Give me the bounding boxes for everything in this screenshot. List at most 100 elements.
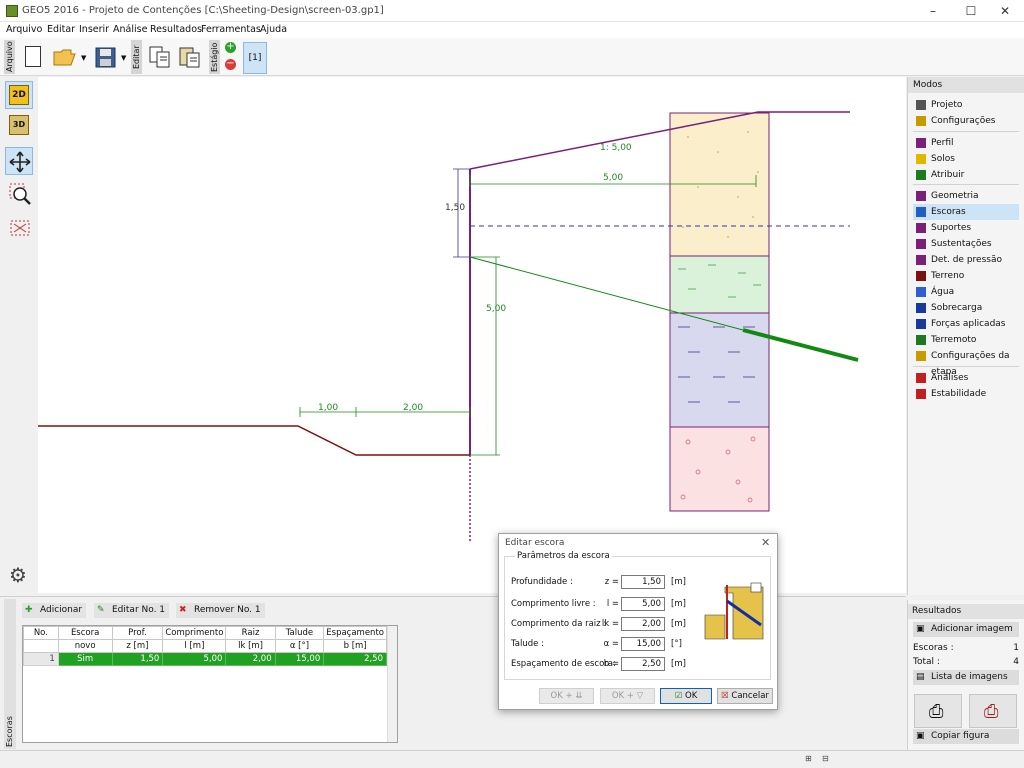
image-list-button[interactable]: ▤ Lista de imagens <box>913 670 1019 685</box>
dialog-field-input[interactable]: 2,50 <box>621 657 665 671</box>
table-header-cell[interactable]: Prof. <box>111 626 164 640</box>
ok-edit-button[interactable]: OK + ▽ <box>600 688 655 704</box>
mode-item[interactable]: Det. de pressão <box>913 252 1019 268</box>
add-image-button[interactable]: ▣ Adicionar imagem <box>913 622 1019 637</box>
remove-anchor-button[interactable]: ✖ Remover No. 1 <box>176 603 265 618</box>
mode-item-label: Projeto <box>931 100 963 110</box>
add-image-label: Adicionar imagem <box>931 624 1013 634</box>
table-header-cell[interactable]: l [m] <box>162 639 227 653</box>
mode-item[interactable]: Terreno <box>913 268 1019 284</box>
mode-item[interactable]: Sobrecarga <box>913 300 1019 316</box>
menu-insert[interactable]: Inserir <box>79 24 110 35</box>
menu-help[interactable]: Ajuda <box>260 24 288 35</box>
paste-button[interactable] <box>177 42 203 72</box>
results-header: Resultados <box>908 604 1024 619</box>
table-scrollbar[interactable] <box>387 626 397 742</box>
mode-item[interactable]: Água <box>913 284 1019 300</box>
dialog-field-input[interactable]: 2,00 <box>621 617 665 631</box>
menu-file[interactable]: Arquivo <box>6 24 43 35</box>
mode-item[interactable]: Suportes <box>913 220 1019 236</box>
dialog-field-input[interactable]: 5,00 <box>621 597 665 611</box>
zoom-extents-button[interactable] <box>5 213 33 241</box>
table-header-cell[interactable]: Talude <box>274 626 325 640</box>
table-cell[interactable]: Sim <box>57 652 113 666</box>
menu-tools[interactable]: Ferramentas <box>201 24 261 35</box>
menu-results[interactable]: Resultados <box>150 24 202 35</box>
table-header-cell[interactable]: Escora <box>57 626 113 640</box>
mode-item[interactable]: Estabilidade <box>913 386 1019 402</box>
save-dropdown-icon[interactable]: ▼ <box>121 54 127 62</box>
table-header-cell[interactable]: No. <box>23 626 59 640</box>
soil-texture-gravel <box>680 436 756 503</box>
mode-item-label: Terreno <box>931 271 965 281</box>
zoom-button[interactable] <box>5 179 33 207</box>
table-cell[interactable]: 2,00 <box>225 652 276 666</box>
table-cell[interactable]: 15,00 <box>274 652 325 666</box>
modes-header: Modos <box>908 77 1024 93</box>
mode-item[interactable]: Configurações <box>913 113 1019 129</box>
mode-item[interactable]: Solos <box>913 151 1019 167</box>
table-header-cell[interactable]: lk [m] <box>225 639 276 653</box>
anchor-free-length <box>469 256 744 331</box>
menu-edit[interactable]: Editar <box>47 24 76 35</box>
open-file-button[interactable] <box>52 42 78 72</box>
table-header-cell[interactable] <box>23 639 59 653</box>
stage-1-button[interactable]: [1] <box>243 42 267 74</box>
cancel-button[interactable]: ☒ Cancelar <box>717 688 773 704</box>
soil-layer-1 <box>669 112 770 257</box>
maximize-button[interactable]: ☐ <box>965 4 977 18</box>
table-header-cell[interactable]: Comprimento <box>162 626 227 640</box>
drawing-canvas[interactable]: 1: 5,00 5,00 5,00 1,00 2,00 1,50 <box>38 77 906 593</box>
anchor-parameters-title: Parâmetros da escora <box>515 551 612 561</box>
dialog-close-button[interactable]: ✕ <box>761 536 771 549</box>
new-file-button[interactable] <box>20 42 46 72</box>
view-3d-button[interactable]: 3D <box>5 111 33 139</box>
settings-button[interactable]: ⚙ <box>5 562 33 590</box>
table-header-cell[interactable]: b [m] <box>323 639 387 653</box>
mode-item[interactable]: Forças aplicadas <box>913 316 1019 332</box>
mode-item[interactable]: Projeto <box>913 97 1019 113</box>
table-header-cell[interactable]: z [m] <box>111 639 164 653</box>
ok-add-button[interactable]: OK + ⇊ <box>539 688 594 704</box>
copy-button[interactable] <box>147 42 173 72</box>
mode-item[interactable]: Configurações da etapa <box>913 348 1019 377</box>
pan-button[interactable] <box>5 147 33 175</box>
table-header-cell[interactable]: Espaçamento <box>323 626 387 640</box>
table-cell[interactable]: 1 <box>23 652 59 666</box>
add-stage-button[interactable]: + <box>225 41 236 53</box>
mode-item[interactable]: Escoras <box>913 204 1019 220</box>
mode-item[interactable]: Perfil <box>913 135 1019 151</box>
copy-figure-button[interactable]: ▣ Copiar figura <box>913 729 1019 744</box>
mode-item[interactable]: Terremoto <box>913 332 1019 348</box>
table-header-cell[interactable]: novo <box>57 639 113 653</box>
dialog-field-input[interactable]: 1,50 <box>621 575 665 589</box>
minimize-button[interactable]: – <box>930 4 936 18</box>
ok-button[interactable]: ☑ OK <box>660 688 712 704</box>
dialog-field-input[interactable]: 15,00 <box>621 637 665 651</box>
status-snap-icon[interactable]: ⊟ <box>822 754 829 763</box>
mode-item[interactable]: Geometria <box>913 188 1019 204</box>
paste-data-icon <box>179 47 200 68</box>
print-button[interactable]: ⎙ <box>914 694 962 728</box>
table-header-cell[interactable]: Raiz <box>225 626 276 640</box>
save-file-button[interactable] <box>92 42 118 72</box>
table-cell[interactable]: 1,50 <box>111 652 164 666</box>
berm-dimension-label-1: 1,00 <box>318 403 338 413</box>
open-dropdown-icon[interactable]: ▼ <box>81 54 87 62</box>
table-header-cell[interactable]: α [°] <box>274 639 325 653</box>
status-grid-icon[interactable]: ⊞ <box>805 754 812 763</box>
edit-anchor-button[interactable]: ✎ Editar No. 1 <box>94 603 170 618</box>
add-anchor-button[interactable]: ✚ Adicionar <box>22 603 87 618</box>
menu-analysis[interactable]: Análise <box>113 24 148 35</box>
dialog-field-unit: [m] <box>671 659 686 669</box>
table-cell[interactable]: 5,00 <box>162 652 227 666</box>
print-preview-button[interactable]: ⎙ <box>969 694 1017 728</box>
table-cell[interactable]: 2,50 <box>323 652 387 666</box>
remove-stage-button[interactable]: − <box>225 58 236 70</box>
mode-item[interactable]: Atribuir <box>913 167 1019 183</box>
mode-item[interactable]: Análises <box>913 370 1019 386</box>
view-2d-button[interactable]: 2D <box>5 81 33 109</box>
close-button[interactable]: ✕ <box>999 4 1011 18</box>
mode-item[interactable]: Sustentações <box>913 236 1019 252</box>
